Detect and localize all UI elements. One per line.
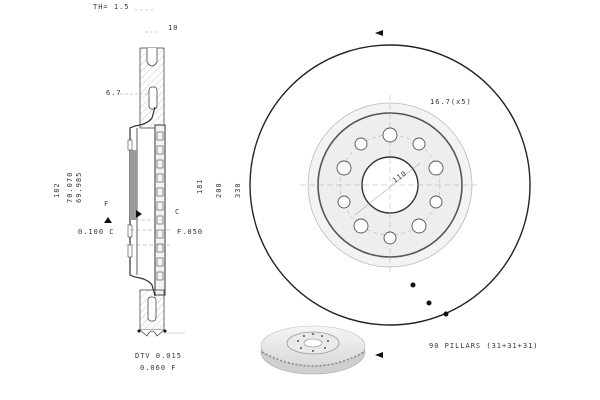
datum-c-label: C (175, 208, 181, 216)
diameter-330-label: 330 (234, 182, 242, 198)
diameter-182-label: 182 (53, 182, 61, 198)
datum-f-marker (104, 217, 112, 223)
hub-bore-min-label: 69.985 (75, 171, 83, 203)
bolt-holes (336, 127, 444, 245)
front-view (249, 30, 531, 358)
pillar-markers (410, 282, 449, 317)
flatness-tolerance-label: F.050 (177, 228, 204, 236)
bolt-hole-label: 16.7(x5) (430, 98, 472, 106)
diameter-181-label: 181 (196, 178, 204, 194)
arrow-bottom (375, 352, 383, 358)
disc-3d-thumbnail (260, 325, 366, 375)
hub-bore-max-label: 70.070 (66, 171, 74, 203)
diameter-200-label: 200 (215, 182, 223, 198)
vent-pillars (156, 131, 164, 281)
dtv-label: DTV 0.015 (135, 352, 182, 360)
groove-depth-label: 6.7 (106, 89, 122, 97)
datum-c-marker (136, 210, 142, 218)
thickness-label: TH= 1.5 (93, 3, 130, 11)
runout-tolerance-label: 0.100 C (78, 228, 115, 236)
pillars-label: 90 PILLARS (31+31+31) (429, 342, 539, 350)
datum-f-label: F (104, 200, 110, 208)
arrow-top (375, 30, 383, 36)
parallelism-label: 0.060 F (140, 364, 177, 372)
top-width-label: 10 (168, 24, 179, 32)
section-view (104, 9, 185, 337)
